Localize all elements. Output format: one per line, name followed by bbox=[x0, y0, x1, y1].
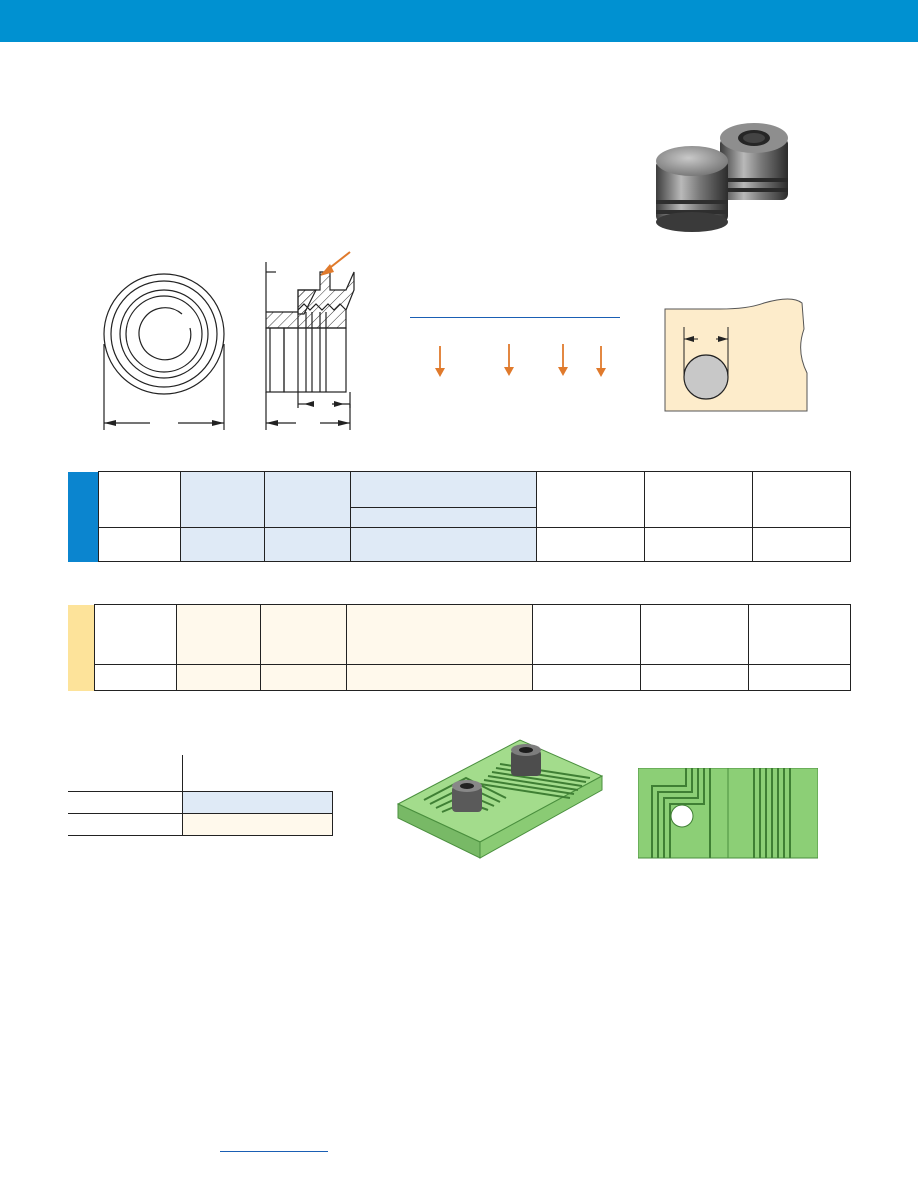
header-cell bbox=[263, 471, 351, 528]
pcb-top-view-icon bbox=[638, 768, 818, 859]
section-view-drawing-icon bbox=[265, 251, 355, 430]
header-cell bbox=[349, 507, 537, 528]
blue-category-tab bbox=[68, 471, 98, 562]
legend-cell bbox=[68, 790, 183, 814]
process-rule bbox=[410, 317, 620, 318]
table-cell bbox=[263, 527, 351, 562]
process-arrows-icon bbox=[435, 344, 606, 377]
pcb-isometric-icon bbox=[396, 739, 604, 859]
table-cell bbox=[535, 527, 645, 562]
legend-swatch-blue bbox=[181, 790, 333, 814]
header-cell bbox=[751, 471, 851, 528]
header-cell bbox=[259, 604, 347, 665]
legend-cell bbox=[68, 812, 183, 836]
legend-header-cell bbox=[181, 755, 332, 792]
front-view-drawing-icon bbox=[103, 273, 225, 430]
header-cell bbox=[639, 604, 749, 665]
table-cell bbox=[643, 527, 753, 562]
header-cell bbox=[643, 471, 753, 528]
header-cell bbox=[175, 604, 261, 665]
legend-table bbox=[68, 755, 333, 836]
footer-link[interactable] bbox=[220, 1151, 328, 1152]
table-cell bbox=[639, 664, 749, 691]
table-cell bbox=[97, 527, 181, 562]
table-cell bbox=[531, 664, 641, 691]
legend-header-cell bbox=[68, 755, 183, 792]
spec-table-yellow bbox=[68, 604, 851, 691]
header-cell bbox=[93, 604, 177, 665]
table-cell bbox=[345, 664, 533, 691]
header-cell bbox=[747, 604, 851, 665]
header-cell bbox=[349, 471, 537, 508]
yellow-category-tab bbox=[68, 604, 94, 691]
header-cell bbox=[97, 471, 181, 528]
mounting-hole-detail-icon bbox=[664, 298, 808, 412]
legend-swatch-yellow bbox=[181, 812, 333, 836]
table-cell bbox=[179, 527, 265, 562]
header-bar bbox=[0, 0, 918, 42]
table-cell bbox=[751, 527, 851, 562]
spec-table-blue bbox=[68, 471, 851, 562]
table-cell bbox=[259, 664, 347, 691]
header-cell bbox=[179, 471, 265, 528]
table-cell bbox=[175, 664, 261, 691]
table-cell bbox=[349, 527, 537, 562]
table-cell bbox=[747, 664, 851, 691]
threaded-insert-photo-icon bbox=[656, 123, 788, 232]
table-cell bbox=[93, 664, 177, 691]
header-cell bbox=[535, 471, 645, 528]
header-cell bbox=[531, 604, 641, 665]
header-cell bbox=[345, 604, 533, 665]
